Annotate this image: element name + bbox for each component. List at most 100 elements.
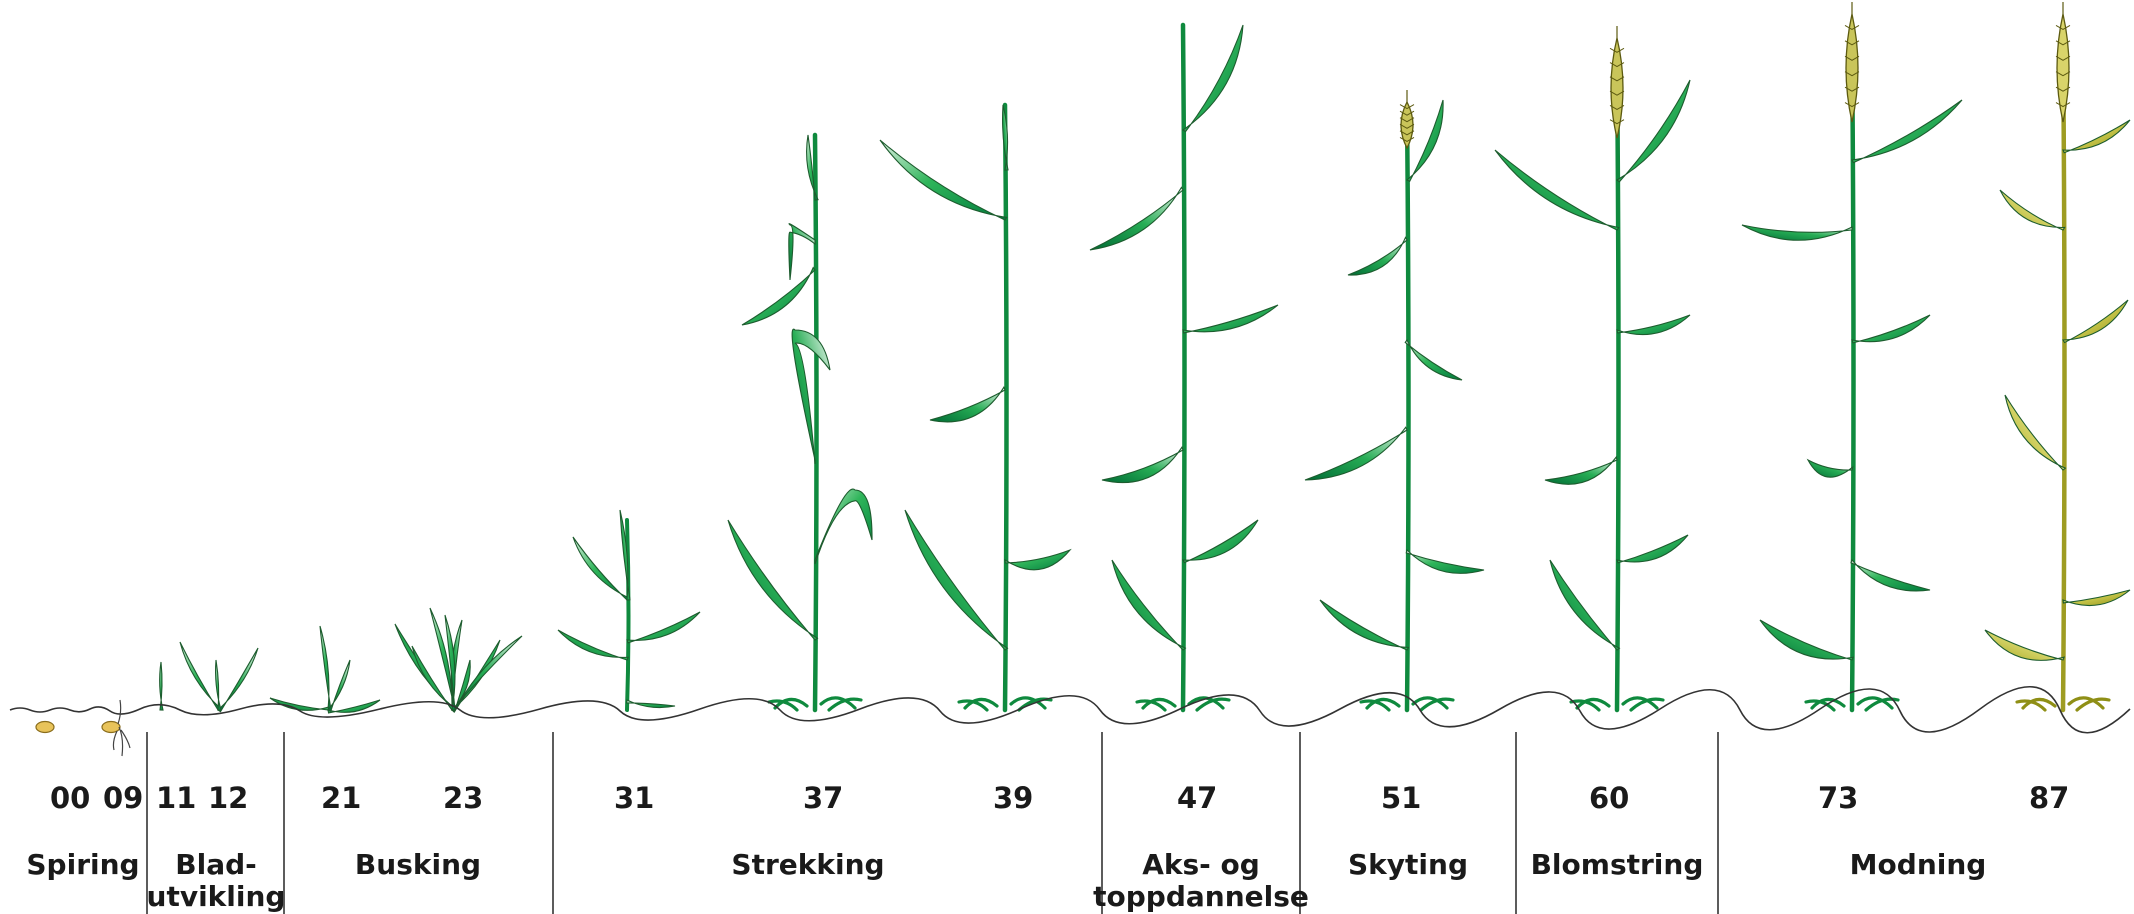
- plant-stage-12: [179, 641, 259, 713]
- leaf-icon: [806, 134, 819, 201]
- ear-grain-icon: [2055, 55, 2071, 61]
- ear-grain-icon: [1399, 123, 1415, 129]
- leaf-icon: [1089, 186, 1184, 251]
- ear-grain-icon: [2055, 24, 2071, 31]
- stage-label-bladutvikling-line1: Blad-: [175, 848, 257, 881]
- code-label: 60: [1589, 781, 1629, 815]
- code-label: 21: [321, 781, 361, 815]
- plant-stage-47: [1089, 22, 1279, 713]
- leaf-icon: [327, 699, 381, 714]
- leaf-icon: [159, 661, 164, 711]
- leaf-icon: [619, 509, 631, 601]
- leaf-icon: [2062, 589, 2131, 607]
- leaf-icon: [217, 647, 259, 713]
- leaf-icon: [1181, 24, 1244, 133]
- ear-grain-icon: [2055, 86, 2071, 92]
- leaf-icon: [1616, 534, 1689, 564]
- ear-grain-icon: [1844, 40, 1860, 46]
- leaf-icon: [1319, 599, 1410, 651]
- stem-icon: [812, 132, 819, 713]
- leaf-icon: [814, 488, 873, 565]
- stage-label-aks-line1: Aks- og: [1142, 848, 1260, 881]
- ear-icon: [1845, 13, 1859, 123]
- ear-grain-icon: [2055, 40, 2071, 46]
- leaf-icon: [327, 659, 351, 712]
- base-leaves-icon: [2015, 696, 2111, 712]
- leaf-icon: [2062, 119, 2131, 154]
- plant-stage-37: [727, 132, 873, 713]
- base-leaves-icon: [957, 696, 1053, 712]
- stage-label-blomstring: Blomstring: [1531, 848, 1704, 881]
- leaf-icon: [904, 509, 1009, 651]
- ear-grain-icon: [1609, 62, 1625, 68]
- leaf-icon: [791, 328, 831, 465]
- leaf-icon: [572, 536, 631, 601]
- leaf-icon: [1405, 99, 1444, 182]
- leaf-icon: [1004, 548, 1072, 571]
- plants-layer: [159, 2, 2131, 714]
- ear-grain-icon: [1844, 102, 1860, 108]
- stage-label-spiring: Spiring: [26, 848, 139, 881]
- ear-grain-icon: [1399, 136, 1415, 143]
- stage-label-busking: Busking: [355, 848, 481, 881]
- ear-grain-icon: [1399, 104, 1415, 110]
- stage-label-skyting: Skyting: [1348, 848, 1468, 881]
- plant-stage-21: [269, 625, 381, 714]
- leaf-icon: [1759, 619, 1855, 661]
- code-label: 47: [1177, 781, 1217, 815]
- ear-grain-icon: [1609, 47, 1625, 53]
- code-label: 11: [156, 781, 196, 815]
- ear-grain-icon: [1399, 110, 1415, 116]
- leaf-icon: [179, 641, 222, 711]
- ear-grain-icon: [2055, 102, 2071, 108]
- leaf-icon: [1404, 338, 1463, 381]
- leaf-icon: [1549, 559, 1621, 651]
- leaf-icon: [1615, 79, 1691, 183]
- leaf-icon: [319, 625, 332, 711]
- leaf-icon: [1741, 224, 1853, 241]
- base-leaves-icon: [1804, 696, 1900, 712]
- leaf-icon: [879, 139, 1008, 221]
- leaf-icon: [557, 629, 630, 661]
- ear-grain-icon: [1609, 119, 1625, 125]
- stem-icon: [1180, 22, 1187, 713]
- leaf-icon: [215, 659, 222, 711]
- ear-grain-icon: [1399, 130, 1415, 136]
- leaf-icon: [626, 699, 676, 709]
- seed-icon: [35, 720, 55, 734]
- leaf-icon: [1304, 426, 1408, 481]
- code-label: 12: [208, 781, 248, 815]
- code-label: 73: [1818, 781, 1858, 815]
- base-leaves-icon: [1569, 696, 1665, 712]
- ear-grain-icon: [1844, 24, 1860, 31]
- code-label: 51: [1381, 781, 1421, 815]
- base-leaves-icon: [767, 696, 863, 712]
- leaf-icon: [1182, 519, 1259, 564]
- stage-label-bladutvikling-line2: utvikling: [147, 880, 286, 913]
- stage-label-strekking: Strekking: [731, 848, 884, 881]
- code-label: 37: [803, 781, 843, 815]
- stem-icon: [1002, 102, 1009, 713]
- leaf-icon: [929, 385, 1006, 423]
- ground-line: [9, 686, 2131, 734]
- plant-stage-73: [1741, 2, 1963, 713]
- germinating-seed-icon: [101, 720, 121, 734]
- leaf-icon: [451, 635, 523, 713]
- leaf-icon: [788, 223, 816, 281]
- leaf-icon: [1851, 99, 1963, 164]
- plant-stage-39: [879, 102, 1072, 713]
- plant-stage-51: [1304, 90, 1485, 713]
- leaf-icon: [1999, 189, 2066, 231]
- code-row: 00 09 11 12 21 23 31 37 39 47 51 60 73 8…: [50, 781, 2069, 815]
- stem-icon: [1404, 107, 1411, 713]
- plant-stage-23: [394, 607, 523, 713]
- code-label: 23: [443, 781, 483, 815]
- leaf-icon: [1850, 558, 1931, 592]
- code-label: 00: [50, 781, 90, 815]
- leaf-icon: [1002, 104, 1009, 171]
- ear-grain-icon: [1609, 90, 1625, 96]
- stem-icon: [625, 518, 631, 712]
- leaf-icon: [1111, 559, 1187, 651]
- leaf-icon: [411, 645, 456, 711]
